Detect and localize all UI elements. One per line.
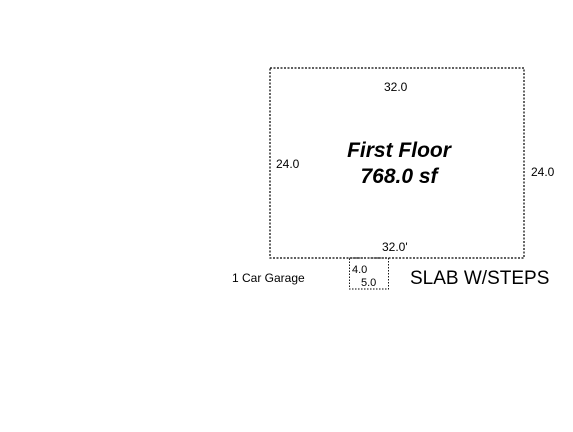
garage-label: 1 Car Garage [232,271,305,285]
room-area-label: 768.0 sf [360,165,438,188]
top-dimension-label: 32.0 [384,80,408,94]
left-dimension-label: 24.0 [276,157,300,171]
slab-label: SLAB W/STEPS [410,268,550,289]
steps-width-label: 4.0 [352,264,368,276]
room-name-label: First Floor [347,139,451,162]
first-floor-outline [269,67,525,259]
steps-length-label: 5.0 [361,277,377,289]
bottom-dimension-label: 32.0' [382,240,408,254]
right-dimension-label: 24.0 [531,165,555,179]
steps-outline [349,257,389,290]
